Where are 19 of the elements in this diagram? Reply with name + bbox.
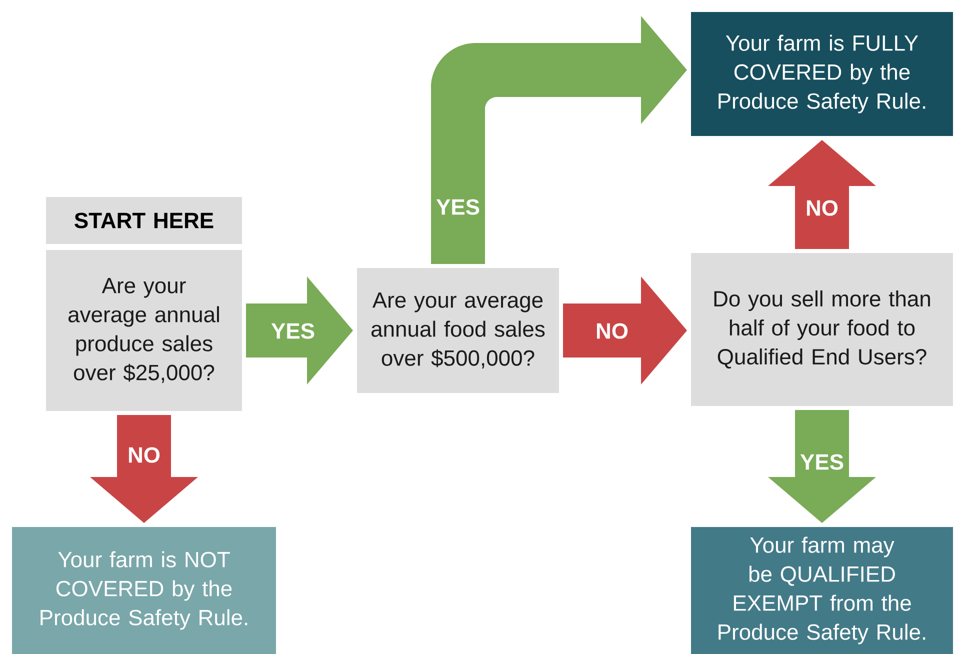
edge-label: YES: [271, 323, 314, 339]
result-box: Your farm is NOT COVERED by the Produce Safety Rule.: [12, 527, 276, 654]
question-box: Are your average annual food sales over $500,000?: [357, 268, 559, 393]
block-arrow: [768, 410, 876, 523]
block-arrow: [431, 16, 687, 264]
result-box: Your farm may be QUALIFIED EXEMPT from the Produce Safety Rule.: [691, 527, 953, 654]
block-arrow: [768, 140, 876, 249]
edge-label: YES: [800, 454, 844, 470]
question-box: Do you sell more than half of your food to Qualified End Users?: [691, 253, 953, 406]
edge-label: NO: [128, 447, 160, 463]
edge-label: NO: [596, 323, 628, 339]
edge-label: YES: [436, 199, 480, 215]
question-box: Are your average annual produce sales over $25,000?: [46, 250, 242, 411]
block-arrow: [246, 276, 353, 384]
block-arrow: [90, 415, 198, 523]
block-arrow: [563, 276, 687, 384]
result-box: Your farm is FULLY COVERED by the Produce Safety Rule.: [691, 12, 953, 136]
start-box: START HERE: [46, 197, 242, 244]
edge-label: NO: [806, 200, 838, 216]
